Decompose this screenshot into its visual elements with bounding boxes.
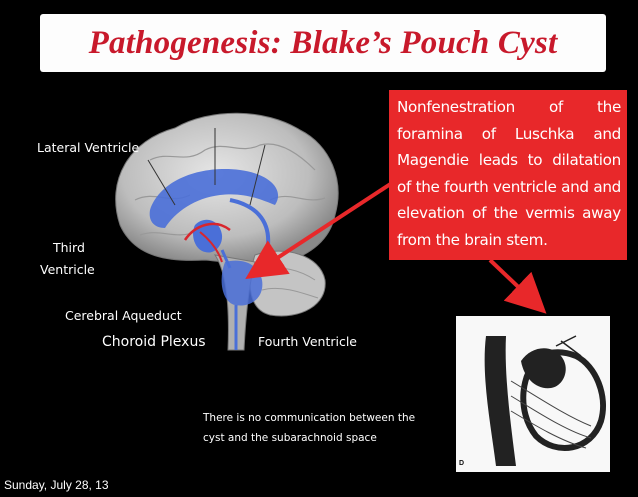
title-box: Pathogenesis: Blake’s Pouch Cyst [40,14,606,72]
slide-title: Pathogenesis: Blake’s Pouch Cyst [88,24,558,61]
footer-date: Sunday, July 28, 13 [4,478,109,492]
inset-label: D [459,460,465,467]
label-fourth-ventricle: Fourth Ventricle [258,334,357,349]
label-choroid-plexus: Choroid Plexus [102,334,206,350]
note-line-1: There is no communication between the [203,412,416,424]
label-third-ventricle-line2: Ventricle [40,262,95,277]
label-lateral-ventricle: Lateral Ventricle [37,140,140,155]
note-line-2: cyst and the subarachnoid space [203,432,377,444]
inset-diagram [456,316,610,472]
label-third-ventricle-line1: Third [53,240,85,255]
callout-text: Nonfenestration of the foramina of Lusch… [397,98,621,249]
label-cerebral-aqueduct: Cerebral Aqueduct [65,308,182,323]
inset-illustration [484,335,606,466]
note-text: There is no communication between the cy… [203,408,453,448]
callout-box: Nonfenestration of the foramina of Lusch… [389,90,627,260]
